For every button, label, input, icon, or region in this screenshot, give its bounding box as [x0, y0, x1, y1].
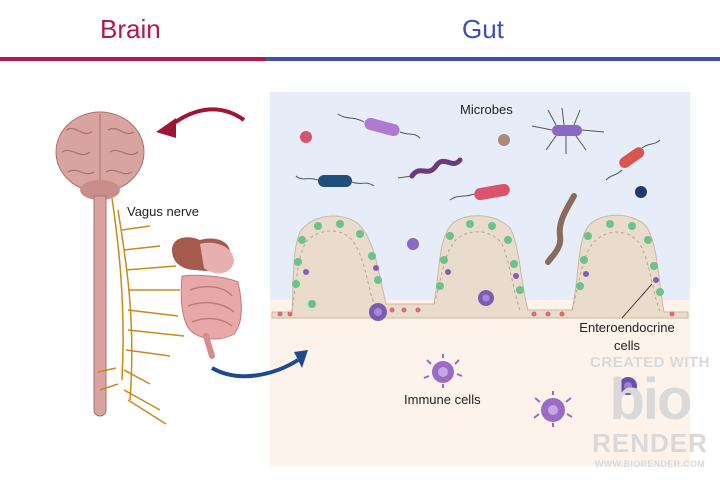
immune-cells-group: [369, 290, 637, 427]
enteroendocrine-pointer: [621, 283, 653, 319]
immune-cell-2: [478, 290, 494, 306]
microbes: [295, 107, 661, 265]
immune-cell-3: [423, 354, 463, 388]
watermark-render: RENDER: [592, 428, 708, 458]
brain-to-gut-arrow: [211, 350, 308, 379]
enteroendocrine-cells: [303, 265, 659, 283]
enteroendocrine-label: Enteroendocrine cells: [572, 319, 682, 355]
microbes-label: Microbes: [460, 102, 513, 117]
rod-bacterium-purple: [337, 113, 421, 139]
immune-cell-4: [533, 391, 573, 427]
filamentous-bacterium: [545, 193, 577, 265]
enteroendocrine-label-line2: cells: [613, 338, 640, 353]
brain-header-bar: [0, 57, 266, 61]
enteroendocrine-label-line1: Enteroendocrine: [579, 320, 675, 335]
flagellated-bacterium: [531, 107, 605, 154]
vagus-nerve-illustration: [97, 197, 185, 425]
rod-bacterium-navy: [295, 175, 375, 187]
intestinal-epithelium: [271, 214, 689, 319]
spinal-cord: [93, 195, 107, 417]
immune-cell-5: [619, 377, 637, 395]
rod-bacterium-coral: [605, 139, 661, 181]
vagus-nerve-label: Vagus nerve: [127, 204, 200, 219]
rod-bacterium-red: [449, 183, 510, 201]
spiral-bacterium: [409, 157, 463, 179]
epithelial-cells: [292, 220, 664, 308]
gut-to-brain-arrow: [156, 107, 246, 138]
crypt-cells: [277, 307, 675, 317]
gut-header: Gut: [462, 14, 504, 44]
watermark-logo: bio: [609, 367, 693, 432]
watermark-url: WWW.BIORENDER.COM: [594, 459, 706, 469]
brain-illustration: [55, 111, 145, 200]
watermark-created-with: CREATED WITH: [590, 354, 710, 371]
biorender-watermark: CREATED WITH bio RENDER WWW.BIORENDER.CO…: [588, 354, 712, 494]
immune-cell-1: [369, 303, 387, 321]
brain-header: Brain: [100, 14, 161, 44]
immune-cells-label: Immune cells: [404, 392, 481, 407]
digestive-organs: [172, 237, 242, 359]
gut-header-bar: [266, 57, 720, 61]
